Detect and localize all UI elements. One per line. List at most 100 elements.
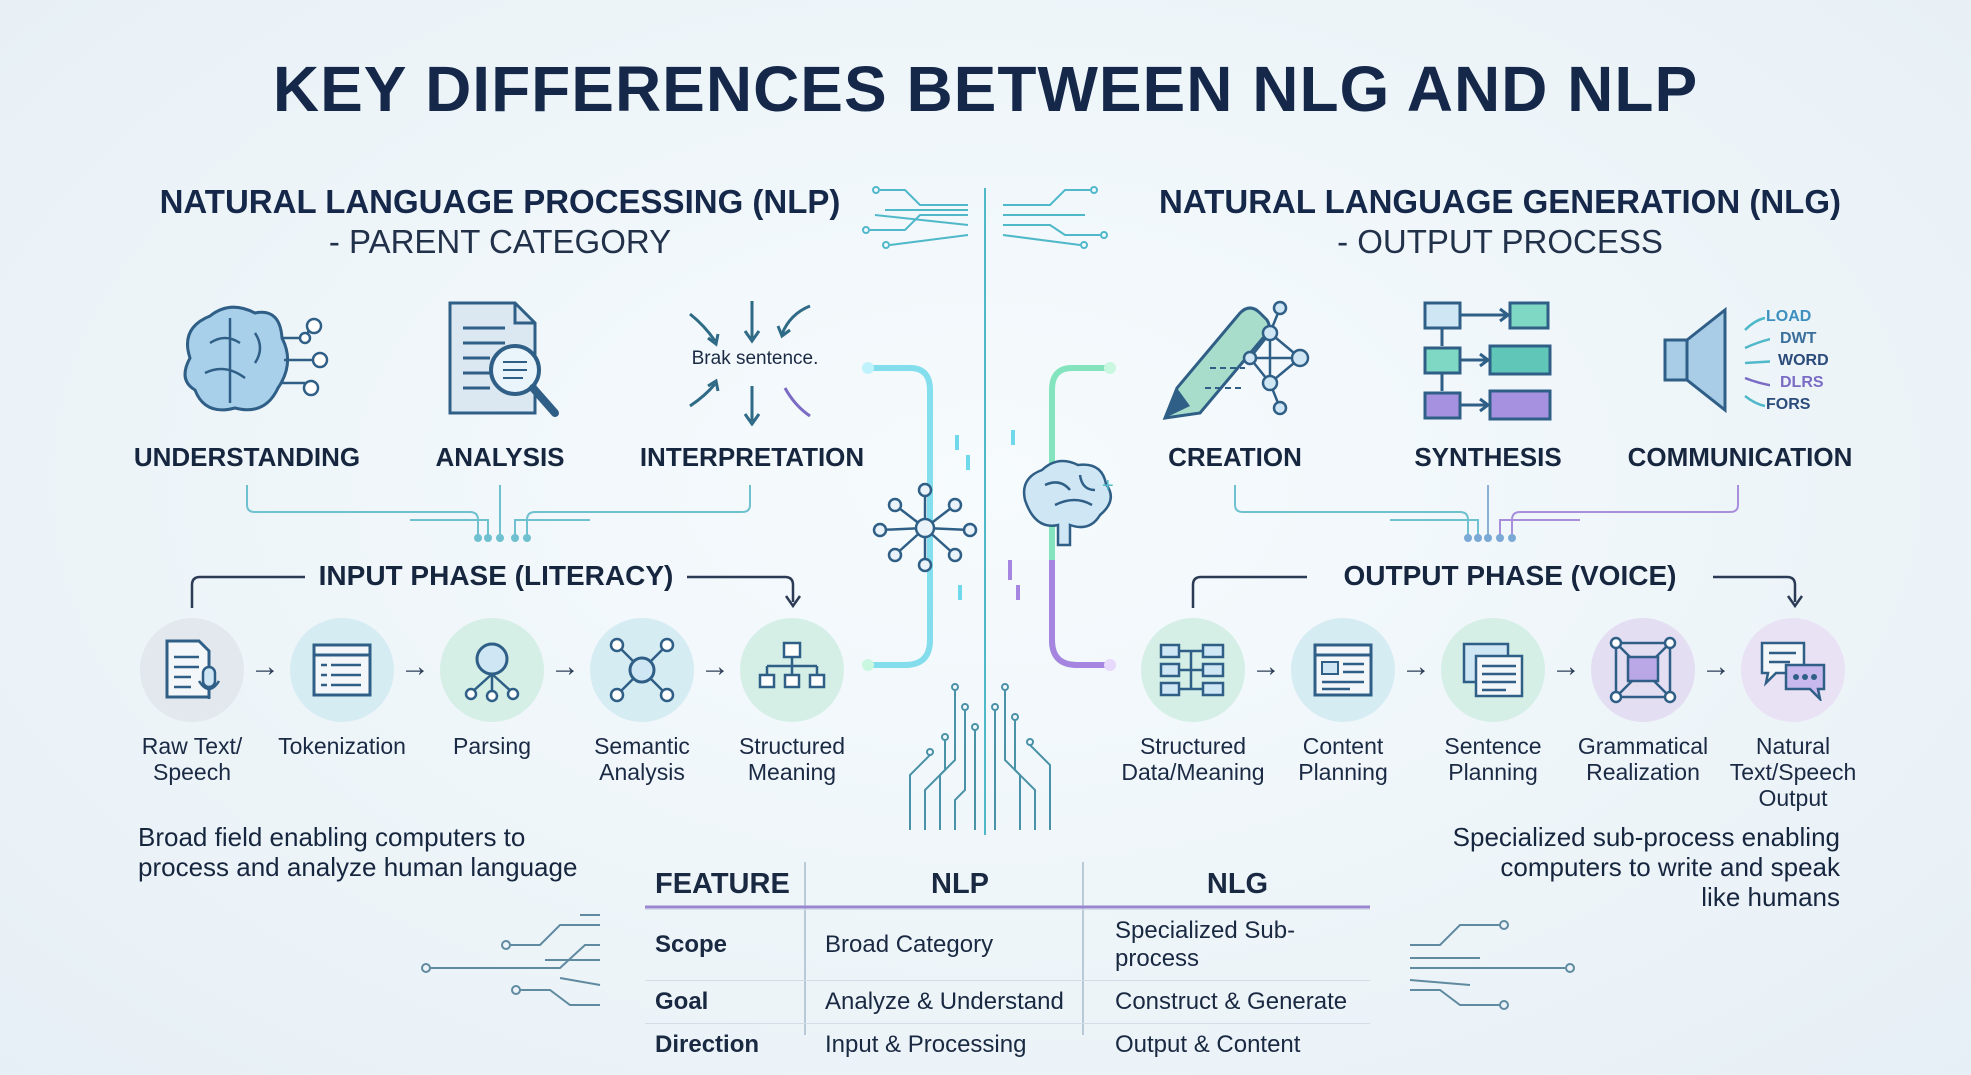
nlp-phase-label: INPUT PHASE (LITERACY) (318, 560, 674, 591)
page-title: KEY DIFFERENCES BETWEEN NLG AND NLP (272, 53, 1699, 125)
nlp-category-understanding: UNDERSTANDING (133, 442, 361, 472)
sentence-planning-icon (1462, 642, 1524, 698)
step-label: Semantic Analysis (557, 733, 727, 785)
table-header-feature: FEATURE (655, 868, 790, 900)
speaker-word: DWT (1780, 330, 1817, 347)
arrows-icon (689, 301, 811, 426)
table-cell-nlp: Input & Processing (815, 1023, 1105, 1066)
structured-data-icon (1159, 643, 1225, 697)
table-header-nlg: NLG (1206, 868, 1269, 900)
step-label-line: Structured (1139, 733, 1247, 759)
step-label-line: Semantic (594, 733, 690, 759)
document-magnifier-icon (448, 301, 559, 417)
speaker-word: LOAD (1766, 308, 1812, 325)
speaker-icon (1663, 306, 1727, 414)
flow-arrow-icon: → (1401, 650, 1431, 683)
content-planning-icon (1313, 643, 1373, 697)
step-label: Sentence Planning (1408, 733, 1578, 785)
step-semantic-analysis (590, 618, 694, 722)
nlg-description: Specialized sub-process enabling compute… (1360, 822, 1840, 912)
step-structured-data (1141, 618, 1245, 722)
flow-arrow-icon: → (1701, 650, 1731, 683)
step-label: Content Planning (1258, 733, 1428, 785)
table-cell-nlp: Analyze & Understand (815, 980, 1105, 1024)
step-label-line: Tokenization (278, 733, 406, 759)
step-parsing (440, 618, 544, 722)
comparison-table: FEATURE NLP NLG Scope Broad Category Spe… (645, 862, 1370, 1066)
pencil-network-icon (1162, 300, 1310, 420)
step-content-planning (1291, 618, 1395, 722)
description-line: process and analyze human language (138, 852, 578, 882)
table-header-nlp: NLP (931, 868, 989, 900)
description-line: computers to write and speak (1500, 852, 1840, 882)
step-label-line: Data/Meaning (1121, 759, 1265, 785)
table-row: Direction Input & Processing Output & Co… (645, 1023, 1370, 1066)
step-label: Structured Meaning (707, 733, 877, 785)
flow-arrow-icon: → (1551, 650, 1581, 683)
parse-tree-icon (464, 642, 520, 703)
step-raw-text (140, 618, 244, 722)
table-row: Scope Broad Category Specialized Sub-pro… (645, 909, 1370, 981)
step-label-line: Output (1758, 785, 1828, 811)
step-grammatical-realization (1591, 618, 1695, 722)
flow-arrow-icon: → (550, 650, 580, 683)
nlg-category-synthesis: SYNTHESIS (1414, 442, 1562, 472)
step-label-line: Meaning (747, 759, 837, 785)
step-label-line: Analysis (599, 759, 685, 785)
description-line: like humans (1701, 882, 1840, 912)
step-label-line: Parsing (453, 733, 531, 759)
step-tokenization (290, 618, 394, 722)
speaker-word: DLRS (1780, 374, 1824, 391)
chat-bubbles-icon (1760, 641, 1826, 701)
brain-circuit-icon (183, 305, 329, 412)
semantic-network-icon (609, 637, 675, 703)
step-natural-output (1741, 618, 1845, 722)
table-cell-nlp: Broad Category (815, 909, 1105, 981)
flow-arrow-icon: → (400, 650, 430, 683)
nlg-category-creation: CREATION (1168, 442, 1302, 472)
step-label: Structured Data/Meaning (1108, 733, 1278, 785)
step-label-line: Grammatical (1577, 733, 1709, 759)
table-cell-nlg: Construct & Generate (1105, 980, 1370, 1024)
step-label: Grammatical Realization (1558, 733, 1728, 785)
step-structured-meaning (740, 618, 844, 722)
nlg-subheading: - OUTPUT PROCESS (1337, 223, 1663, 260)
speaker-word: FORS (1766, 396, 1811, 413)
speaker-word: WORD (1778, 352, 1829, 369)
table-cell-nlg: Output & Content (1105, 1023, 1370, 1066)
document-mic-icon (165, 639, 221, 699)
step-label-line: Text/Speech (1729, 759, 1857, 785)
step-label-line: Raw Text/ (141, 733, 243, 759)
hierarchy-icon (758, 641, 826, 689)
nlp-subheading: - PARENT CATEGORY (328, 223, 672, 260)
nlg-heading: NATURAL LANGUAGE GENERATION (NLG) (1159, 183, 1841, 220)
step-label-line: Content (1302, 733, 1384, 759)
step-label: Raw Text/ Speech (107, 733, 277, 785)
nlp-category-analysis: ANALYSIS (435, 442, 565, 472)
nlp-category-interpretation: INTERPRETATION (639, 442, 865, 472)
table-cell-feature: Scope (645, 909, 815, 981)
table-cell-feature: Direction (645, 1023, 815, 1066)
interpretation-icon: Brak sentence. (680, 296, 830, 426)
step-label: Parsing (407, 733, 577, 759)
nlp-description: Broad field enabling computers to proces… (138, 822, 658, 882)
step-label-line: Natural (1755, 733, 1831, 759)
sound-waves-icon (1744, 316, 1770, 408)
step-label-line: Structured (738, 733, 846, 759)
description-line: Specialized sub-process enabling (1452, 822, 1840, 852)
flow-arrow-icon: → (700, 650, 730, 683)
nlg-heading-block: NATURAL LANGUAGE GENERATION (NLG) - OUTP… (1115, 182, 1885, 262)
step-sentence-planning (1441, 618, 1545, 722)
interpretation-caption: Brak sentence. (691, 348, 819, 369)
grammar-network-icon (1609, 636, 1677, 704)
step-label-line: Speech (152, 759, 231, 785)
token-list-icon (312, 643, 372, 697)
flow-arrow-icon: → (1251, 650, 1281, 683)
flowchart-icon (1423, 301, 1552, 421)
flow-arrow-icon: → (250, 650, 280, 683)
step-label-line: Planning (1448, 759, 1538, 785)
step-label-line: Planning (1298, 759, 1388, 785)
step-label-line: Sentence (1444, 733, 1542, 759)
nlp-heading: NATURAL LANGUAGE PROCESSING (NLP) (159, 183, 841, 220)
